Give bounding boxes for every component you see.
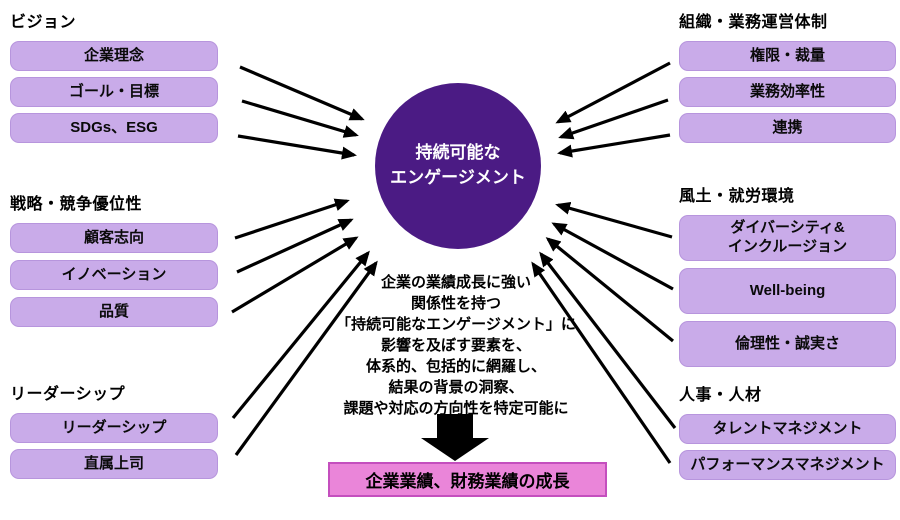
factor-box: 品質 <box>10 297 218 327</box>
arrow-vision-1 <box>239 65 365 121</box>
factor-box: 企業理念 <box>10 41 218 71</box>
outcome-box: 企業業績、財務業績の成長 <box>328 462 607 497</box>
group-vision: ビジョン 企業理念 ゴール・目標 SDGs、ESG <box>10 8 218 149</box>
circle-label: 持続可能な エンゲージメント <box>390 143 526 187</box>
arrow-org-2 <box>558 98 669 140</box>
sustainable-engagement-circle: 持続可能な エンゲージメント <box>375 83 541 249</box>
arrow-culture-1 <box>555 201 673 239</box>
arrow-vision-2 <box>241 99 359 138</box>
group-vision-title: ビジョン <box>10 14 77 31</box>
factor-box: 直属上司 <box>10 449 218 479</box>
factor-box: 権限・裁量 <box>679 41 896 71</box>
group-organization-title: 組織・業務運営体制 <box>679 14 828 31</box>
factor-box: 顧客志向 <box>10 223 218 253</box>
group-hr-title: 人事・人材 <box>679 387 762 404</box>
arrow-vision-3 <box>237 134 357 160</box>
factor-box: ダイバーシティ& インクルージョン <box>679 215 896 261</box>
group-leadership-title: リーダーシップ <box>10 386 126 403</box>
factor-box: イノベーション <box>10 260 218 290</box>
arrow-org-3 <box>557 133 671 158</box>
factor-box: Well-being <box>679 268 896 314</box>
description-text: 企業の業績成長に強い 関係性を持つ 「持続可能なエンゲージメント」に 影響を及ぼ… <box>336 274 576 417</box>
group-strategy: 戦略・競争優位性 顧客志向 イノベーション 品質 <box>10 190 218 334</box>
factor-box: SDGs、ESG <box>10 113 218 143</box>
group-hr: 人事・人材 タレントマネジメント パフォーマンスマネジメント <box>679 381 896 486</box>
factor-box: 連携 <box>679 113 896 143</box>
group-organization: 組織・業務運営体制 権限・裁量 業務効率性 連携 <box>679 8 896 149</box>
outcome-label: 企業業績、財務業績の成長 <box>365 472 570 491</box>
factor-box: ゴール・目標 <box>10 77 218 107</box>
factor-box: タレントマネジメント <box>679 414 896 444</box>
factor-box: リーダーシップ <box>10 413 218 443</box>
outcome-down-arrow <box>421 414 489 461</box>
group-leadership: リーダーシップ リーダーシップ 直属上司 <box>10 380 218 485</box>
group-culture-title: 風土・就労環境 <box>679 188 795 205</box>
arrow-org-1 <box>555 61 671 124</box>
factor-box: 倫理性・誠実さ <box>679 321 896 367</box>
group-culture: 風土・就労環境 ダイバーシティ& インクルージョン Well-being 倫理性… <box>679 182 896 374</box>
arrow-strategy-1 <box>234 198 350 240</box>
group-strategy-title: 戦略・競争優位性 <box>10 196 143 213</box>
arrow-strategy-2 <box>236 218 354 274</box>
factor-box: パフォーマンスマネジメント <box>679 450 896 480</box>
factor-box: 業務効率性 <box>679 77 896 107</box>
